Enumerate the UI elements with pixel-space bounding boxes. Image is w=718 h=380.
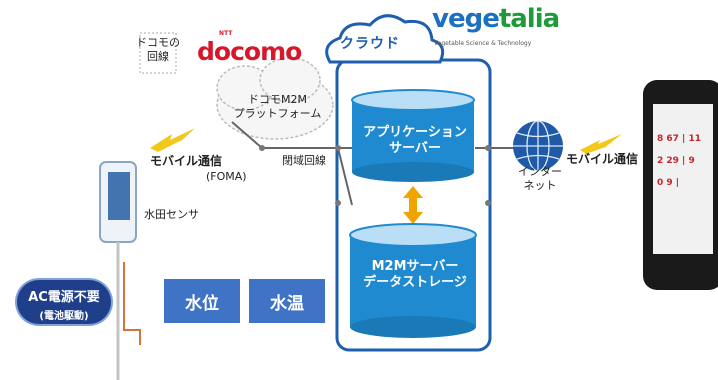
docomo-logo: NTT docomo <box>197 30 302 66</box>
m2m-storage-label-2: データストレージ <box>363 275 467 290</box>
docomo-line-label: ドコモの 回線 <box>125 36 191 64</box>
vegetalia-tagline: Vegetable Science & Technology <box>434 40 532 47</box>
network-lines <box>231 121 515 206</box>
power-badge-line2: (電池駆動) <box>39 311 89 322</box>
mobile-comm-right-label: モバイル通信 <box>566 152 639 166</box>
internet-label: インター ネット <box>510 165 570 193</box>
closed-line-label: 閉域回線 <box>282 154 326 167</box>
sync-arrow-icon <box>403 186 423 224</box>
phone-row-2: 2 29 | 9 <box>657 156 695 166</box>
app-server-label-2: サーバー <box>389 141 441 156</box>
wireless-bolt-right <box>580 134 622 154</box>
app-server-cylinder <box>351 89 475 182</box>
app-server-label-1: アプリケーション <box>363 125 467 140</box>
app-server-label: アプリケーション サーバー <box>342 125 488 157</box>
internet-label-2: ネット <box>523 179 557 192</box>
smartphone-icon: 8 67 | 11 2 29 | 9 0 9 | <box>643 80 718 290</box>
platform-label-1: ドコモM2M <box>248 93 307 106</box>
phone-row-1: 8 67 | 11 <box>657 134 701 144</box>
ntt-mark: NTT <box>219 30 233 37</box>
power-badge-line1: AC電源不要 <box>28 290 100 305</box>
docomo-line-label-2: 回線 <box>147 50 169 63</box>
vegetalia-suffix: talia <box>498 4 560 34</box>
power-badge: AC電源不要 (電池駆動) <box>17 280 111 324</box>
platform-cloud <box>216 57 334 140</box>
wireless-bolt-left <box>150 128 195 152</box>
m2m-storage-label-1: M2Mサーバー <box>371 259 459 274</box>
internet-label-1: インター <box>518 165 562 178</box>
docomo-line-label-1: ドコモの <box>136 36 180 49</box>
m2m-storage-cylinder <box>349 223 477 338</box>
water-temp-box: 水温 <box>249 279 325 323</box>
sensor-label: 水田センサ <box>144 208 199 221</box>
foma-label: (FOMA) <box>206 170 247 183</box>
internet-globe-icon <box>513 120 563 172</box>
phone-row-3: 0 9 | <box>657 178 680 188</box>
cloud-label: クラウド <box>340 36 400 52</box>
platform-label-2: プラットフォーム <box>233 107 322 120</box>
mobile-comm-left-label: モバイル通信 <box>150 154 223 168</box>
docomo-wordmark: docomo <box>197 37 302 66</box>
paddy-sensor-icon <box>99 161 141 380</box>
document-icon <box>139 32 177 74</box>
phone-screen: 8 67 | 11 2 29 | 9 0 9 | <box>653 104 713 254</box>
water-level-box: 水位 <box>164 279 240 323</box>
vegetalia-logo: vegetalia Vegetable Science & Technology <box>432 4 560 47</box>
m2m-storage-label: M2Mサーバー データストレージ <box>340 259 490 291</box>
vegetalia-prefix: vege <box>432 4 500 34</box>
platform-label: ドコモM2M プラットフォーム <box>225 93 330 121</box>
